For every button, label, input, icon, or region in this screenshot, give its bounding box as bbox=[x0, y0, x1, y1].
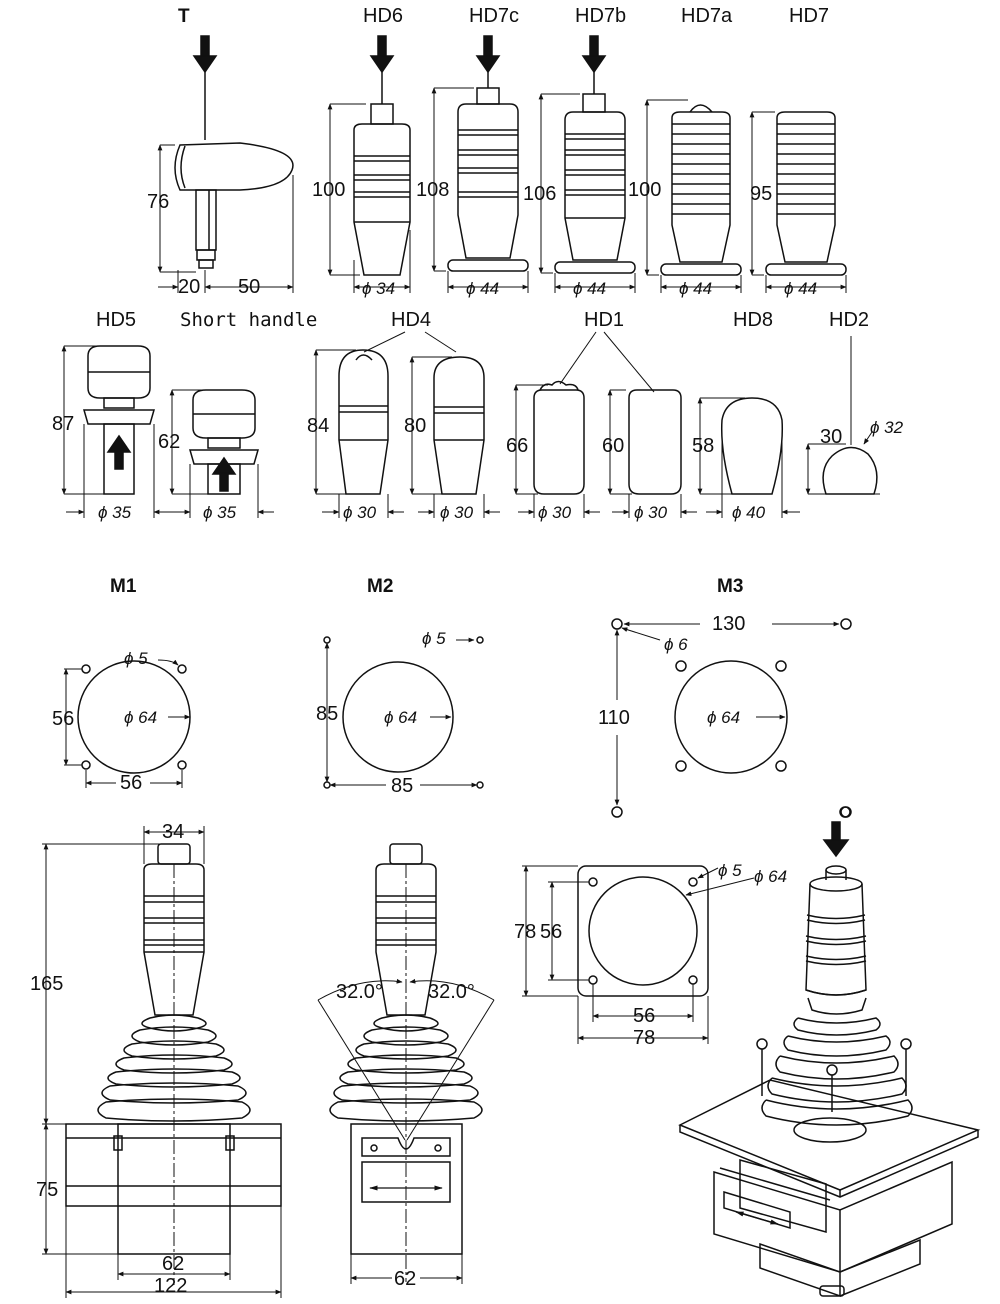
dim-hd4a-dia: ϕ 30 bbox=[343, 503, 377, 522]
label-hd7c: HD7c bbox=[469, 5, 519, 27]
up-arrow-icon bbox=[211, 456, 237, 492]
dim-plate-hole: ϕ 5 bbox=[718, 861, 742, 880]
front-view-assembly: 34 165 75 62 122 bbox=[30, 821, 282, 1298]
handle-hd4: HD4 84 80 ϕ 30 ϕ 30 bbox=[307, 309, 500, 522]
dim-m3-dia: ϕ 64 bbox=[707, 708, 740, 727]
label-m3: M3 bbox=[717, 576, 743, 597]
dim-t-height: 76 bbox=[147, 191, 169, 213]
dim-m2-hole: ϕ 5 bbox=[422, 629, 446, 648]
mount-m1: M1 ϕ 5 ϕ 64 56 56 bbox=[52, 576, 191, 794]
dim-hd2-height: 30 bbox=[820, 426, 842, 448]
isometric-view bbox=[678, 806, 981, 1298]
handle-hd5: HD5 87 ϕ 35 bbox=[52, 309, 172, 522]
dim-hd4b-dia: ϕ 30 bbox=[440, 503, 474, 522]
side-view-assembly: 32.0° 32.0° 62 bbox=[317, 843, 495, 1290]
dim-t-w2: 50 bbox=[238, 276, 260, 298]
dim-hd6-dia: ϕ 34 bbox=[362, 279, 395, 298]
dim-m1-horizontal: 56 bbox=[120, 772, 142, 794]
dim-hd2-dia: ϕ 32 bbox=[870, 418, 904, 437]
handle-hd1: HD1 66 60 ϕ 30 ϕ 30 bbox=[506, 309, 697, 522]
handle-hd7b: HD7b 106 ϕ 44 bbox=[523, 5, 636, 298]
label-hd7a: HD7a bbox=[681, 5, 733, 27]
dim-hd7a-dia: ϕ 44 bbox=[679, 279, 712, 298]
dim-hd7c-height: 108 bbox=[416, 179, 449, 201]
dim-front-top: 34 bbox=[162, 821, 184, 843]
label-hd6: HD6 bbox=[363, 5, 403, 27]
dim-hd8-height: 58 bbox=[692, 435, 714, 457]
dim-hd6-height: 100 bbox=[312, 179, 345, 201]
dim-hd5-dia: ϕ 35 bbox=[98, 503, 132, 522]
push-arrow-icon bbox=[369, 35, 395, 74]
push-arrow-icon bbox=[581, 35, 607, 74]
dim-hd1a-height: 66 bbox=[506, 435, 528, 457]
label-short-handle: Short handle bbox=[180, 309, 317, 331]
label-m1: M1 bbox=[110, 576, 137, 597]
dim-hd7a-height: 100 bbox=[628, 179, 661, 201]
handle-hd2: HD2 30 ϕ 32 bbox=[805, 309, 904, 495]
dim-front-height-165: 165 bbox=[30, 973, 63, 995]
label-hd4: HD4 bbox=[391, 309, 431, 331]
dim-hd4a-height: 84 bbox=[307, 415, 329, 437]
dim-m1-hole: ϕ 5 bbox=[124, 649, 148, 668]
dim-hd7b-dia: ϕ 44 bbox=[573, 279, 606, 298]
dim-side-angle-right: 32.0° bbox=[428, 981, 475, 1003]
handle-hd7: HD7 95 ϕ 44 bbox=[749, 5, 847, 298]
dim-hd5-height: 87 bbox=[52, 413, 74, 435]
push-arrow-icon bbox=[192, 35, 218, 74]
dim-hd8-dia: ϕ 40 bbox=[732, 503, 766, 522]
label-hd8: HD8 bbox=[733, 309, 773, 331]
dim-front-width-62: 62 bbox=[162, 1253, 184, 1275]
dim-short-height: 62 bbox=[158, 431, 180, 453]
dim-side-angle-left: 32.0° bbox=[336, 981, 383, 1003]
dim-side-width-62: 62 bbox=[394, 1268, 416, 1290]
dim-front-height-75: 75 bbox=[36, 1179, 58, 1201]
dim-m1-dia: ϕ 64 bbox=[124, 708, 157, 727]
mount-m2: M2 ϕ 5 ϕ 64 85 85 bbox=[316, 576, 484, 797]
label-m2: M2 bbox=[367, 576, 393, 597]
dim-plate-height-56: 56 bbox=[540, 921, 562, 943]
dim-hd1a-dia: ϕ 30 bbox=[538, 503, 572, 522]
dim-plate-height-78: 78 bbox=[514, 921, 536, 943]
dim-front-width-122: 122 bbox=[154, 1275, 187, 1297]
dim-m3-hole: ϕ 6 bbox=[664, 635, 688, 654]
dim-short-dia: ϕ 35 bbox=[203, 503, 237, 522]
dim-m2-horizontal: 85 bbox=[391, 775, 413, 797]
dim-hd7b-height: 106 bbox=[523, 183, 556, 205]
label-hd2: HD2 bbox=[829, 309, 869, 331]
handle-hd7c: HD7c 108 ϕ 44 bbox=[416, 5, 529, 298]
label-hd5: HD5 bbox=[96, 309, 136, 331]
dim-plate-width-56: 56 bbox=[633, 1005, 655, 1027]
dim-hd7-dia: ϕ 44 bbox=[784, 279, 817, 298]
dim-t-w1: 20 bbox=[178, 276, 200, 298]
dim-hd1b-height: 60 bbox=[602, 435, 624, 457]
dim-hd1b-dia: ϕ 30 bbox=[634, 503, 668, 522]
handle-hd8: HD8 58 ϕ 40 bbox=[692, 309, 800, 522]
label-hd7: HD7 bbox=[789, 5, 829, 27]
dim-hd4b-height: 80 bbox=[404, 415, 426, 437]
dim-m1-vertical: 56 bbox=[52, 708, 74, 730]
dim-m3-vertical: 110 bbox=[598, 707, 630, 729]
dim-plate-width-78: 78 bbox=[633, 1027, 655, 1049]
mount-m3: M3 130 110 ϕ 6 ϕ 64 bbox=[598, 576, 852, 818]
dim-m3-horizontal: 130 bbox=[712, 613, 745, 635]
dim-hd7c-dia: ϕ 44 bbox=[466, 279, 499, 298]
dim-hd7-height: 95 bbox=[750, 183, 772, 205]
push-arrow-icon bbox=[822, 821, 850, 858]
dim-m2-dia: ϕ 64 bbox=[384, 708, 417, 727]
up-arrow-icon bbox=[106, 434, 132, 470]
push-arrow-icon bbox=[475, 35, 501, 74]
handle-hd7a: HD7a 100 ϕ 44 bbox=[628, 5, 742, 298]
mount-plate-view: ϕ 5 ϕ 64 78 56 56 78 bbox=[514, 861, 787, 1049]
label-t: T bbox=[178, 6, 190, 27]
label-hd7b: HD7b bbox=[575, 5, 626, 27]
handle-hd6: HD6 100 ϕ 34 bbox=[312, 5, 411, 298]
handle-short: Short handle 62 ϕ 35 bbox=[158, 309, 317, 522]
handle-t: T 76 20 50 bbox=[147, 6, 294, 298]
dim-m2-vertical: 85 bbox=[316, 703, 338, 725]
dim-plate-dia: ϕ 64 bbox=[754, 867, 787, 886]
label-hd1: HD1 bbox=[584, 309, 624, 331]
